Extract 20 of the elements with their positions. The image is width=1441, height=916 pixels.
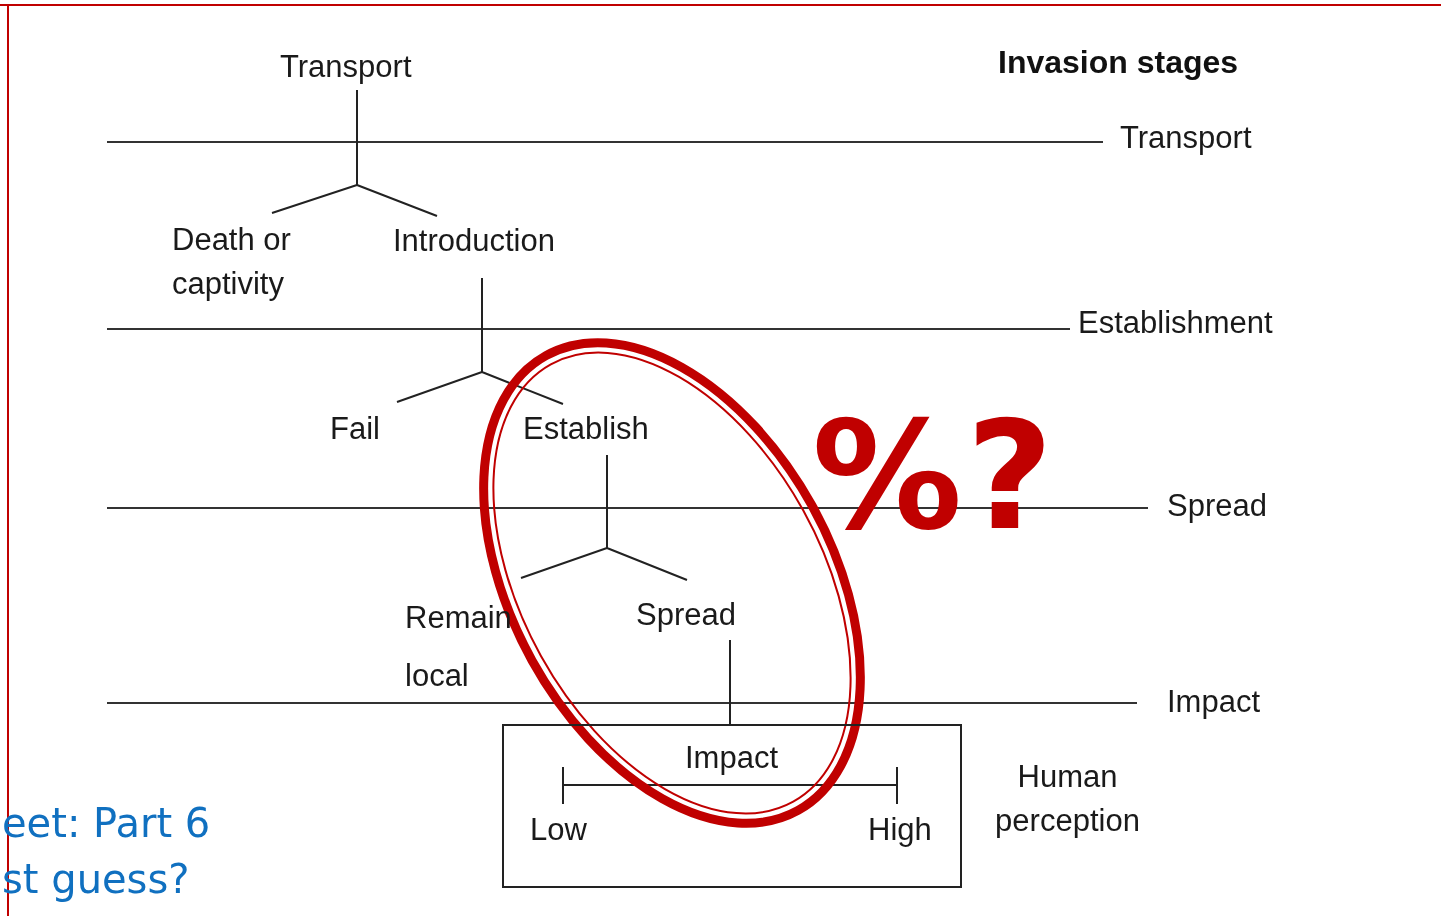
stage-label: Transport bbox=[1120, 120, 1252, 156]
branch-line bbox=[356, 89, 438, 217]
box-heading: Impact bbox=[685, 740, 779, 776]
branch-line bbox=[606, 454, 688, 581]
stage-label: Spread bbox=[1167, 488, 1267, 524]
stage-label: Establishment bbox=[1078, 305, 1273, 341]
outcome-label: Transport bbox=[280, 48, 440, 90]
outcome-label: Death or captivity bbox=[172, 213, 327, 313]
outcome-label: Establish bbox=[523, 404, 678, 455]
scale-end-label: High bbox=[868, 812, 932, 848]
branch-line bbox=[481, 277, 564, 405]
side-caption: Human perception bbox=[994, 758, 1141, 840]
outcome-label: Spread bbox=[636, 580, 761, 640]
branch-line bbox=[729, 639, 731, 725]
outcome-label: Fail bbox=[330, 402, 400, 452]
perception-box bbox=[502, 724, 962, 888]
stage-label: Impact bbox=[1167, 684, 1261, 720]
diagram-heading: Invasion stages bbox=[998, 44, 1239, 81]
scale-end-label: Low bbox=[530, 812, 587, 848]
outcome-label: Introduction bbox=[393, 216, 593, 278]
